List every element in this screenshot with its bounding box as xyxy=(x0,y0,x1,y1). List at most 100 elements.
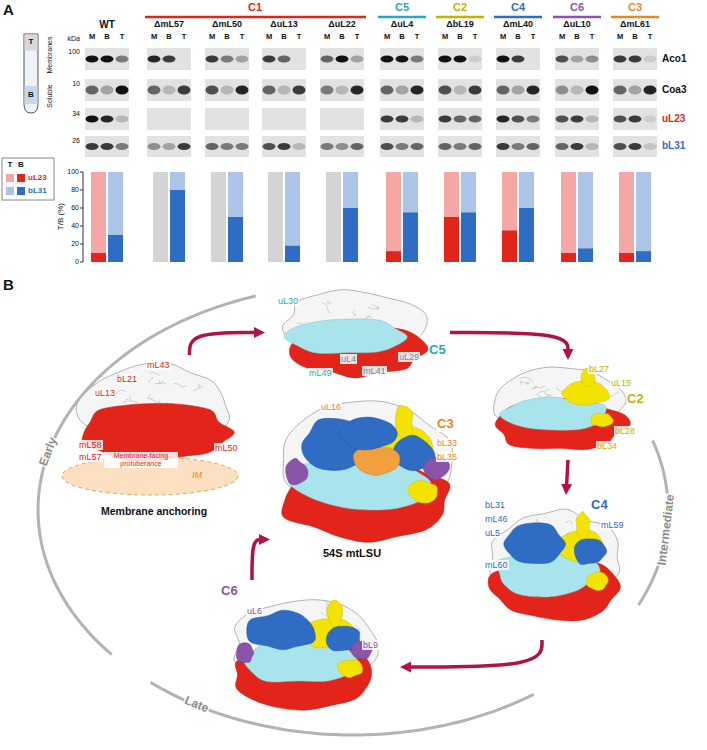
bar-background xyxy=(268,172,283,262)
protein-label: mL58 xyxy=(78,440,103,450)
protein-label: bL28 xyxy=(614,426,636,436)
lane-label: B xyxy=(104,33,109,42)
protein-band xyxy=(336,143,349,150)
protein-band xyxy=(556,86,569,95)
rrna-strand xyxy=(537,391,545,396)
protein-band xyxy=(116,116,129,123)
rrna-strand xyxy=(122,399,131,403)
y-axis xyxy=(83,172,84,262)
protein-label: bL31 xyxy=(484,500,506,510)
protein-label: bL9 xyxy=(362,640,379,650)
legend-text: bL31 xyxy=(28,186,47,195)
protein-band xyxy=(101,56,114,63)
stage-label: Early xyxy=(37,435,61,469)
protein-cluster xyxy=(327,600,343,628)
protein-band xyxy=(512,116,525,123)
protein-band xyxy=(512,143,525,150)
protein-band xyxy=(86,86,99,95)
protein-band xyxy=(411,143,424,150)
lane-label: T xyxy=(182,33,187,42)
bar-background xyxy=(519,172,534,262)
legend-swatch xyxy=(17,174,25,182)
blot-strip xyxy=(496,136,540,157)
rrna-strand xyxy=(322,303,331,314)
protein-band xyxy=(163,143,176,150)
protein-band xyxy=(396,116,409,123)
rrna-outline xyxy=(234,600,378,689)
lane-label: M xyxy=(500,33,506,42)
cluster-underline xyxy=(611,16,659,19)
bar-value xyxy=(502,231,517,263)
protein-label: Coa3 xyxy=(662,84,686,96)
bar-value xyxy=(228,217,243,262)
bar-background xyxy=(91,172,106,262)
axis-tick xyxy=(80,244,83,245)
node-caption: Membrane anchoring xyxy=(100,505,208,517)
lane-label: T xyxy=(355,33,360,42)
stage-label: Intermediate xyxy=(656,493,679,567)
cluster-underline xyxy=(436,16,484,19)
lane-label: M xyxy=(442,33,448,42)
blot-strip xyxy=(496,79,540,101)
protein-label: uL30 xyxy=(277,296,299,306)
strain-label: ΔmL40 xyxy=(503,19,533,29)
protein-band xyxy=(556,143,569,150)
tick-label: 40 xyxy=(71,222,79,230)
assembly-arrow xyxy=(566,460,568,487)
lane-label: T xyxy=(297,33,302,42)
lane-label: M xyxy=(559,33,565,42)
protein-label: uL4 xyxy=(340,354,357,364)
bar-value xyxy=(285,246,300,262)
blot-strip xyxy=(380,136,424,157)
blot-strip xyxy=(320,136,364,157)
protein-band xyxy=(411,116,424,123)
protein-band xyxy=(148,86,161,95)
blot-strip xyxy=(555,79,599,101)
protein-label: bL21 xyxy=(116,374,138,384)
protein-band xyxy=(556,56,569,63)
protein-band xyxy=(293,143,306,150)
protein-band xyxy=(629,116,642,123)
blot-strip xyxy=(85,79,129,101)
protein-band xyxy=(556,116,569,123)
bar-background xyxy=(636,172,651,262)
blot-strip xyxy=(555,108,599,130)
protein-band xyxy=(381,143,394,150)
protein-cluster xyxy=(587,572,609,590)
bar-value xyxy=(578,249,593,263)
blot-strip xyxy=(85,48,129,70)
protein-band xyxy=(586,116,599,123)
blot-strip xyxy=(147,79,191,101)
protein-band xyxy=(321,86,334,95)
protein-band xyxy=(497,143,510,150)
protein-band xyxy=(454,116,467,123)
protein-band xyxy=(454,143,467,150)
node-caption: 54S mtLSU xyxy=(322,547,382,560)
lane-label: M xyxy=(324,33,330,42)
protein-band xyxy=(586,86,599,95)
tube-top-fraction xyxy=(25,35,38,51)
protein-band xyxy=(116,143,129,150)
blot-strip xyxy=(262,136,306,157)
protein-band xyxy=(86,116,99,123)
blot-strip xyxy=(320,79,364,101)
blot-strip xyxy=(85,136,129,157)
protein-cluster xyxy=(395,405,412,440)
protein-label: mL49 xyxy=(308,368,333,378)
membrane-label: IM xyxy=(192,470,202,480)
protein-band xyxy=(469,116,482,123)
ribosome-structure xyxy=(282,290,428,378)
protein-label: uL23 xyxy=(662,113,685,125)
protein-band xyxy=(336,56,349,63)
rrna-strand xyxy=(520,381,527,385)
mw-marker: 26 xyxy=(72,137,80,145)
protein-cluster xyxy=(338,660,363,678)
legend-swatch-light xyxy=(6,187,14,195)
protein-band xyxy=(263,56,276,63)
protein-band xyxy=(411,56,424,63)
protein-band xyxy=(148,56,161,63)
blot-strip xyxy=(262,108,306,130)
cluster-underline xyxy=(145,16,366,19)
blot-strip xyxy=(555,136,599,157)
